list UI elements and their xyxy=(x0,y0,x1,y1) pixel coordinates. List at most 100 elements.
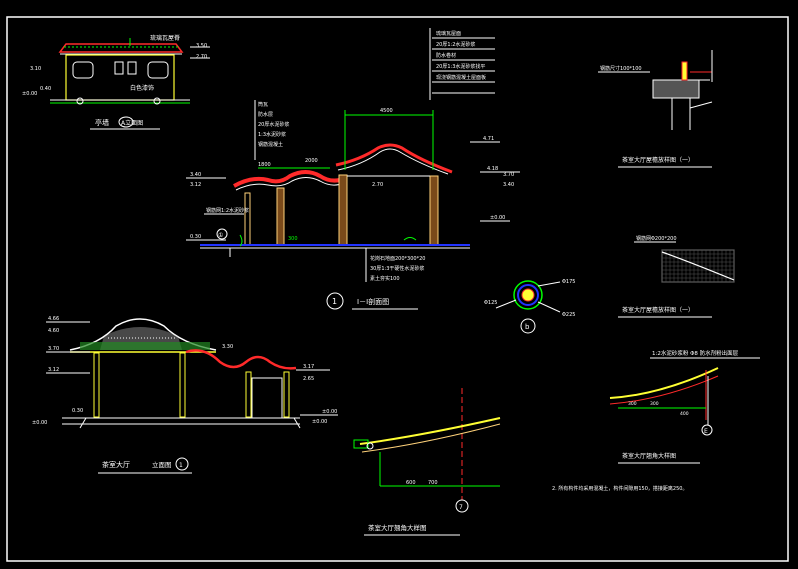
section-axis-circle xyxy=(216,228,228,240)
hall-col-1 xyxy=(93,352,100,418)
section-level-mid: 2.70 xyxy=(372,182,383,188)
hall-level-l1: 4.66 xyxy=(48,316,59,322)
section-roof-left xyxy=(233,170,347,188)
section-axis-tag: ① xyxy=(218,232,223,239)
detail-b-tag: b xyxy=(525,323,530,331)
hall-title-circle xyxy=(175,457,189,471)
section-note-left-2: 防水层 xyxy=(258,111,273,118)
section-level-r1: 4.71 xyxy=(483,136,494,142)
rb-dim-2: 300 xyxy=(650,401,659,407)
section-1-1: 4500 1800 2000 300 2.70 琉璃瓦屋面 20厚1:2水泥砂浆… xyxy=(186,28,520,310)
corner-beam-top xyxy=(359,417,501,445)
wall-level-right: 3.50 xyxy=(196,43,207,49)
wall-level-left3: 0.40 xyxy=(40,86,51,92)
wall-window-mid1 xyxy=(114,61,124,75)
section-note-top-2: 20厚1:2水泥砂浆 xyxy=(436,41,475,48)
section-level-l2: 3.12 xyxy=(190,182,201,188)
rm-note: 钢筋网Φ200*200 xyxy=(636,235,677,242)
hall-level-l6: ±0.00 xyxy=(32,420,47,426)
rb-dim-1: 300 xyxy=(628,401,637,407)
hall-level-l4: 3.12 xyxy=(48,367,59,373)
rt-break-line xyxy=(689,101,713,109)
section-levels-left: 3.40 3.12 0.30 xyxy=(190,172,201,240)
corner-end-pin xyxy=(366,442,374,450)
hall-levels-right: 3.30 3.17 2.65 ±0.00 ±0.00 xyxy=(222,344,337,425)
detail-b-label-2: Φ125 xyxy=(484,300,497,306)
wall-window-right xyxy=(147,61,169,79)
rm-caption: 茶室大厅屋檐放样图（一） xyxy=(622,306,694,314)
wall-level-left2: ±0.00 xyxy=(22,91,37,97)
section-note-bottom-2: 30厚1:3干硬性水泥砂浆 xyxy=(370,265,424,272)
hall-levels-left: 4.66 4.60 3.70 3.12 0.30 ±0.00 xyxy=(32,316,83,426)
wall-title: 亭墙 xyxy=(95,118,109,127)
section-levels-right: 4.71 4.18 3.70 3.40 ±0.00 xyxy=(483,136,514,221)
rt-caption: 茶室大厅屋檐放样图（一） xyxy=(622,156,694,164)
hall-step-right xyxy=(293,417,301,429)
hall-step-left xyxy=(79,417,87,429)
corner-dim-2: 700 xyxy=(428,480,438,486)
wall-note-bottom: 白色漆饰 xyxy=(130,84,154,92)
section-note-top-1: 琉璃瓦屋面 xyxy=(436,30,461,37)
section-span-label: 4500 xyxy=(380,108,393,114)
corner-beam-bottom xyxy=(361,423,501,453)
section-roof-right xyxy=(335,143,453,174)
hall-level-r5: ±0.00 xyxy=(312,419,327,425)
rm-curve xyxy=(661,251,735,281)
section-note-top-3: 防水卷材 xyxy=(436,52,456,59)
rb-note: 1:2水泥砂浆粉 Φ8 防水剂粉出面层 xyxy=(652,349,739,357)
wall-title-label: A立面图 xyxy=(121,119,143,127)
detail-b-mid xyxy=(517,284,539,306)
wall-window-left xyxy=(72,61,94,79)
hall-col-3 xyxy=(245,371,252,418)
detail-b-leader1 xyxy=(537,281,561,287)
wall-elevation-a: 琉璃瓦屋脊 白色漆饰 3.50 2.70 3.10 ±0.00 0.40 亭墙 … xyxy=(22,34,210,130)
hall-col-4 xyxy=(283,371,290,418)
rb-footnote: 2. 所有构件均采用混凝土，构件间隙用150，搭接距离250。 xyxy=(552,485,687,492)
wall-title-circle xyxy=(118,116,134,128)
hall-level-l5: 0.30 xyxy=(72,408,83,414)
section-notes-top: 琉璃瓦屋面 20厚1:2水泥砂浆 防水卷材 20厚1:3水泥砂浆找平 现浇钢筋混… xyxy=(436,30,486,81)
section-note-left-4: 1:3水泥砂浆 xyxy=(258,131,286,138)
right-mid-detail: 钢筋网Φ200*200 茶室大厅屋檐放样图（一） xyxy=(618,235,735,318)
hall-elevation: 4.66 4.60 3.70 3.12 0.30 ±0.00 3.30 3.17… xyxy=(32,316,338,474)
section-level-r5: ±0.00 xyxy=(490,215,505,221)
hall-title-number: 1 xyxy=(179,462,183,469)
rb-tag: E xyxy=(704,428,708,435)
drawing-frame xyxy=(6,16,789,562)
section-note-left-5: 钢筋混凝土 xyxy=(258,141,283,148)
rt-slab-hatch xyxy=(652,79,700,99)
hall-level-l3: 3.70 xyxy=(48,346,59,352)
detail-b-leader2 xyxy=(495,299,517,309)
section-note-bottom-3: 素土夯实100 xyxy=(370,275,400,282)
section-number-circle xyxy=(326,292,344,310)
hall-level-r1: 3.30 xyxy=(222,344,233,350)
section-level-r3: 3.70 xyxy=(503,172,514,178)
section-caption: Ⅰ－Ⅰ剖面图 xyxy=(357,297,389,306)
hall-level-l2: 4.60 xyxy=(48,328,59,334)
section-plant-right xyxy=(403,237,417,241)
wall-level-left1: 3.10 xyxy=(30,66,41,72)
corner-tag: 7 xyxy=(459,504,463,511)
section-roof-right-inner xyxy=(337,148,449,175)
detail-b-leader3 xyxy=(537,301,561,313)
section-dim-left1: 1800 xyxy=(258,162,271,168)
section-note-left-1: 筒瓦 xyxy=(258,101,268,108)
detail-b-label-3: Φ225 xyxy=(562,312,575,318)
hall-level-r2: 3.17 xyxy=(303,364,314,370)
section-level-l1: 3.40 xyxy=(190,172,201,178)
section-level-l3: 0.30 xyxy=(190,234,201,240)
rt-note: 钢筋尺寸100*100 xyxy=(600,65,642,72)
wall-note-top: 琉璃瓦屋脊 xyxy=(150,34,180,42)
corner-detail: 600 700 7 茶室大厅翘角大样图 xyxy=(353,388,501,536)
hall-level-r3: 2.65 xyxy=(303,376,314,382)
wall-marker-right xyxy=(153,97,161,105)
hall-level-r4: ±0.00 xyxy=(322,409,337,415)
rt-post xyxy=(681,61,688,81)
hall-side-roof xyxy=(185,349,297,370)
detail-b-label-1: Φ175 xyxy=(562,279,575,285)
corner-tag-circle xyxy=(455,499,469,513)
section-dim-left2: 2000 xyxy=(305,158,318,164)
section-note-left-3: 20厚水泥砂浆 xyxy=(258,121,289,128)
hall-title-label: 立面图 xyxy=(152,460,172,469)
